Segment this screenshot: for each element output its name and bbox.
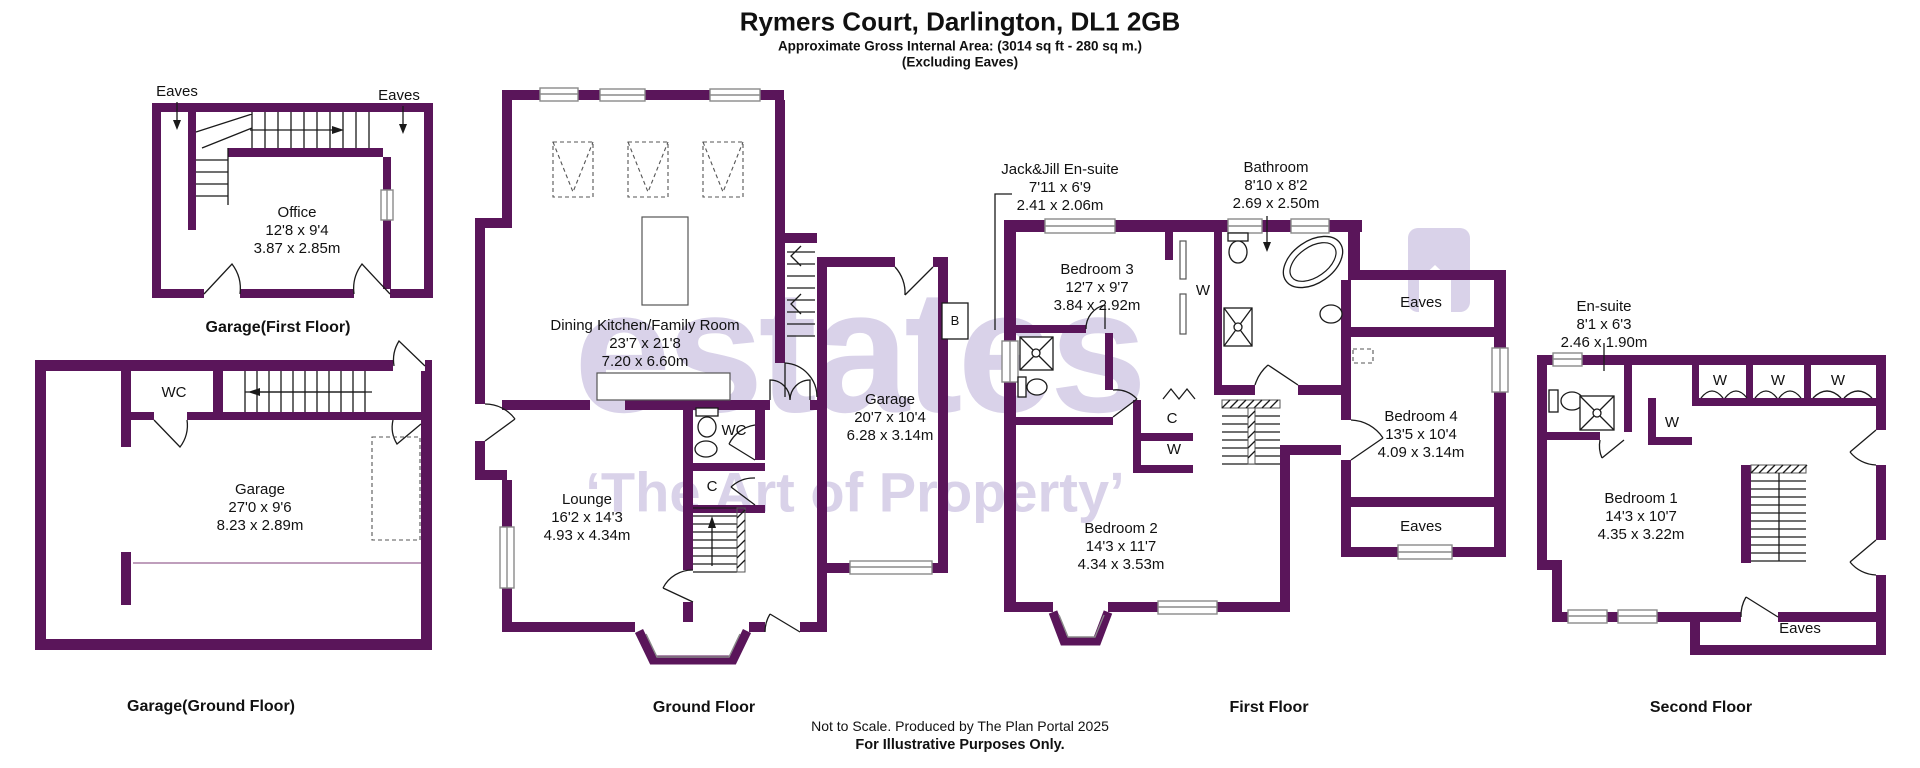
floor-label-ground: Ground Floor [652,699,756,716]
room-label-bedroom1: Bedroom 1 14'3 x 10'7 4.35 x 3.22m [1597,490,1685,543]
floor-label-second: Second Floor [1649,699,1753,716]
boiler-box [941,302,969,340]
eaves-arrow-icon [176,102,404,126]
toilet-icon [1548,389,1584,413]
footer-scale-note: Not to Scale. Produced by The Plan Porta… [811,718,1109,734]
wardrobe-label: W [1195,282,1211,299]
floor-label-garage-ground: Garage(Ground Floor) [127,698,295,715]
wardrobe-doors [1179,240,1187,335]
eaves-label: Eaves [1400,518,1442,535]
roof-window-icon [552,141,744,198]
eaves-label: Eaves [378,87,420,104]
door-arc [1085,304,1384,461]
boiler-label: B [950,313,960,328]
door-arc [1598,429,1877,618]
first-floor-plan [994,193,1509,646]
hatch-outline [1352,348,1374,364]
staircase [1221,399,1281,465]
window [1552,352,1658,624]
watermark-tagline: ‘The Art of Property’ [585,460,1125,524]
shower-icon [1223,307,1253,347]
floor-label-garage-first: Garage(First Floor) [205,319,351,336]
staircase [244,371,372,412]
wardrobe-label: W [1664,414,1680,431]
room-label-garage-block: Garage 27'0 x 9'6 8.23 x 2.89m [216,481,304,534]
staircase [693,507,746,573]
room-label-lounge: Lounge 16'2 x 14'3 4.93 x 4.34m [543,491,631,544]
wc-label: WC [161,384,187,401]
bay-window [634,629,752,665]
staircase [195,112,370,205]
wardrobe-label: W [1166,441,1182,458]
eaves-label: Eaves [1779,620,1821,637]
door-arc [392,339,426,367]
door-arc [353,262,391,295]
room-label-bedroom3: Bedroom 3 12'7 x 9'7 3.84 x 2.92m [1053,261,1141,314]
door-arc [203,262,241,295]
footer-purpose-note: For Illustrative Purposes Only. [855,737,1065,753]
garage-ground-floor-plan [35,339,432,650]
room-label-jack-jill: Jack&Jill En-suite 7'11 x 6'9 2.41 x 2.0… [1001,161,1119,214]
wardrobe-doors [1700,390,1873,399]
page-title: Rymers Court, Darlington, DL1 2GB [739,6,1181,37]
wardrobe-label: W [1830,372,1846,389]
cupboard-label: C [706,478,718,495]
garage-first-floor-plan [152,102,433,298]
staircase [1750,464,1808,562]
wc-label: WC [721,422,747,439]
kitchen-island [641,216,689,306]
room-label-bedroom2: Bedroom 2 14'3 x 11'7 4.34 x 3.53m [1077,520,1165,573]
door-arc [484,266,934,633]
storage-outline [371,436,421,541]
eaves-label: Eaves [1400,294,1442,311]
toilet-icon [1017,376,1048,398]
kitchen-unit [596,372,731,401]
basin-icon [1319,304,1343,324]
area-subtitle: Approximate Gross Internal Area: (3014 s… [777,38,1143,54]
toilet-icon [695,407,719,438]
basin-icon [694,440,718,458]
side-steps [787,245,815,337]
room-label-garage-attached: Garage 20'7 x 10'4 6.28 x 3.14m [846,391,934,444]
room-label-bedroom4: Bedroom 4 13'5 x 10'4 4.09 x 3.14m [1377,408,1465,461]
room-label-dining: Dining Kitchen/Family Room 23'7 x 21'8 7… [550,317,740,370]
window [1001,218,1509,615]
ground-floor-plan [475,87,969,665]
door-arc [153,419,189,448]
folding-door [1162,387,1196,401]
bath-icon [1282,235,1344,289]
window [499,87,933,589]
second-floor-plan [1537,343,1886,655]
toilet-icon [1227,232,1249,264]
room-label-bathroom: Bathroom 8'10 x 8'2 2.69 x 2.50m [1232,159,1320,212]
wardrobe-label: W [1712,372,1728,389]
wardrobe-label: W [1770,372,1786,389]
jack-jill-leader [994,193,1012,330]
floor-label-first: First Floor [1229,699,1309,716]
eaves-label: Eaves [156,83,198,100]
door-arc [391,419,422,445]
shower-icon [1579,395,1615,431]
room-label-ensuite: En-suite 8'1 x 6'3 2.46 x 1.90m [1560,298,1648,351]
eaves-subtitle: (Excluding Eaves) [901,54,1019,70]
cupboard-label: C [1166,410,1178,427]
room-label-office: Office 12'8 x 9'4 3.87 x 2.85m [253,204,341,257]
shower-icon [1019,336,1054,371]
